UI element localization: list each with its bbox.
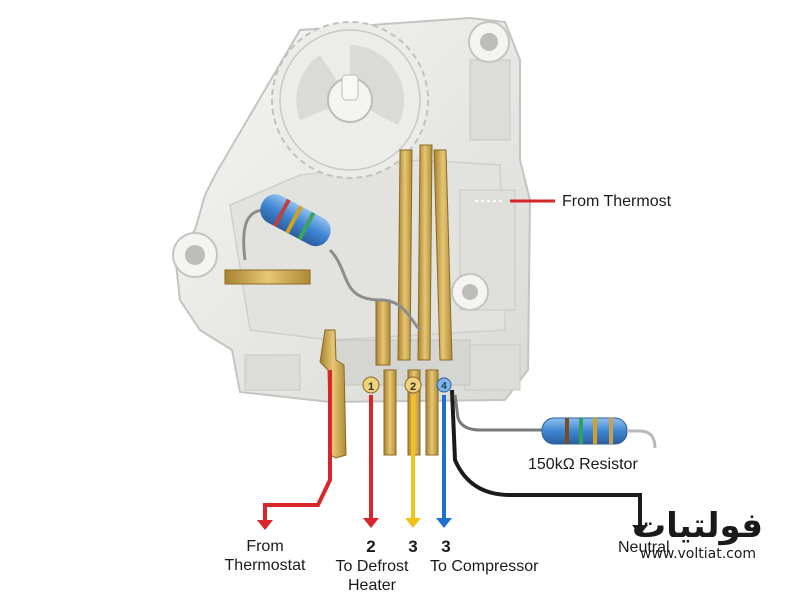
defrost-number: 2 xyxy=(366,537,376,556)
defrost-line2: Heater xyxy=(347,577,397,594)
defrost-label: To Defrost Heater xyxy=(322,557,422,595)
internal-resistor xyxy=(242,194,422,332)
mounting-boss-right xyxy=(451,273,489,311)
marker-text-4: 4 xyxy=(441,381,447,392)
from-thermost-label: From Thermost xyxy=(562,193,672,210)
marker-text-2: 2 xyxy=(410,381,416,393)
terminal-marker-1: 1 xyxy=(362,376,380,394)
terminal-marker-4: 4 xyxy=(436,377,452,393)
wire-gray-resistor-lead xyxy=(453,394,545,432)
wire-red-defrost xyxy=(363,395,379,528)
wire-red-thermostat xyxy=(257,370,332,530)
terminal-marker-2: 2 xyxy=(404,376,422,394)
compressor-number-2: 3 xyxy=(441,537,451,556)
timer-gear xyxy=(271,21,429,179)
wire-yellow-compressor xyxy=(405,395,421,528)
wire-blue-compressor xyxy=(436,395,452,528)
external-resistor xyxy=(541,417,657,449)
spade-terminals xyxy=(319,329,439,459)
compressor-label: To Compressor xyxy=(430,558,539,575)
resistor-label: 150kΩ Resistor xyxy=(528,456,638,473)
timer-housing xyxy=(173,16,532,404)
mounting-boss-left xyxy=(172,232,218,278)
neutral-label: Neutral xyxy=(618,539,670,556)
from-thermostat-label: From Thermostat xyxy=(220,537,310,575)
watermark-url: www.voltiat.com xyxy=(640,546,757,562)
mounting-boss-top xyxy=(468,21,510,63)
contact-strips xyxy=(224,144,453,366)
defrost-line1: To Defrost xyxy=(335,558,409,575)
marker-text-1: 1 xyxy=(368,381,374,393)
wire-black-neutral xyxy=(450,389,648,535)
from-thermostat-line1: From xyxy=(246,538,284,555)
watermark-logo: فولتيات xyxy=(632,506,764,546)
from-thermostat-line2: Thermostat xyxy=(224,557,306,574)
compressor-number-1: 3 xyxy=(408,537,418,556)
